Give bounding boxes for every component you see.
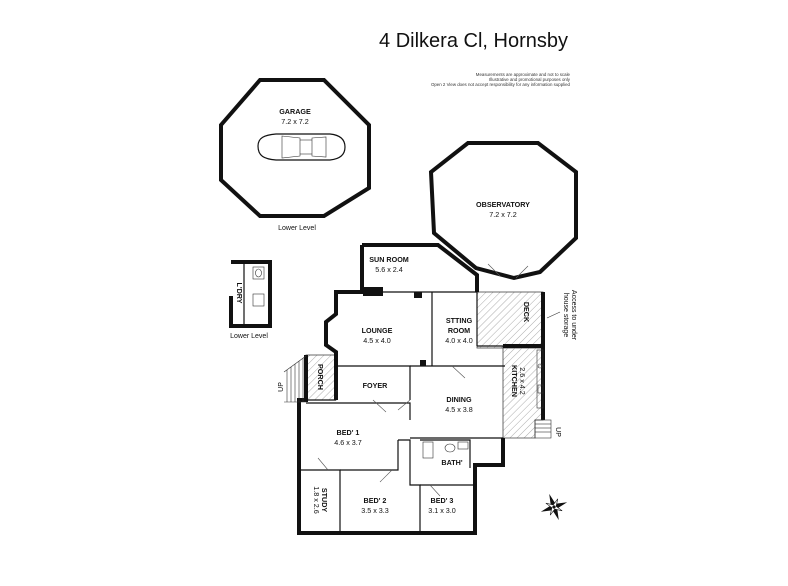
observatory-dims: 7.2 x 7.2 [489,210,517,219]
sitting-room-name: STTING [446,316,473,325]
study-name: STUDY [320,488,329,513]
disclaimer-line: Measurements are approximate and not to … [475,72,570,77]
sun-room-dims: 5.6 x 2.4 [375,265,403,274]
main-house: UP UP SUN ROOM 5.6 x 2.4 LOUNGE 4.5 x 4.… [278,243,561,535]
sitting-room-dims: 4.0 x 4.0 [445,336,473,345]
disclaimer-line: Illustrative and promotional purposes on… [488,77,570,83]
sitting-room-name-2: ROOM [448,326,470,335]
laundry-level-label: Lower Level [230,333,268,340]
disclaimer-line: Open 2 View does not accept responsibili… [430,82,570,88]
laundry-name: L'DRY [235,282,244,303]
up-label: UP [554,427,561,437]
access-note-line1: Access to under [570,290,577,341]
bed1-dims: 4.6 x 3.7 [334,438,362,447]
sun-room-name: SUN ROOM [369,255,409,264]
bath-name: BATH' [441,458,462,467]
bed2-name: BED' 2 [364,496,387,505]
lounge-dims: 4.5 x 4.0 [363,336,391,345]
access-note: Access to under house storage [546,290,577,341]
porch-stairs [283,355,307,403]
bed2-dims: 3.5 x 3.3 [361,506,389,515]
dining-dims: 4.5 x 3.8 [445,405,473,414]
kitchen-stairs [534,419,552,439]
garage-level-label: Lower Level [278,225,316,232]
disclaimer: Measurements are approximate and not to … [380,72,570,88]
kitchen-dims: 2.6 x 4.2 [518,367,527,395]
observatory-name: OBSERVATORY [476,200,530,209]
bed1-name: BED' 1 [337,428,360,437]
garage: GARAGE 7.2 x 7.2 Lower Level [219,78,371,232]
car-top-view-icon [257,133,346,161]
lounge-name: LOUNGE [362,326,393,335]
garage-dims: 7.2 x 7.2 [281,117,309,126]
bed3-name: BED' 3 [431,496,454,505]
fireplace [414,292,422,298]
dining-name: DINING [446,395,472,404]
access-note-line2: house storage [562,293,569,337]
deck-hatch [476,291,544,349]
fireplace [363,287,383,296]
bed3-dims: 3.1 x 3.0 [428,506,456,515]
garage-name: GARAGE [279,107,311,116]
column [420,360,426,366]
study-dims: 1.8 x 2.6 [312,486,321,514]
porch-name: PORCH [316,364,325,390]
access-arrow [546,311,561,319]
compass-rose-icon [540,493,568,521]
laundry: L'DRY Lower Level [229,260,272,340]
foyer-name: FOYER [363,381,389,390]
up-label: UP [278,382,285,392]
deck-name: DECK [522,302,531,323]
property-address: 4 Dilkera Cl, Hornsby [379,30,568,52]
kitchen-name: KITCHEN [510,365,519,397]
observatory: OBSERVATORY 7.2 x 7.2 [428,141,578,281]
